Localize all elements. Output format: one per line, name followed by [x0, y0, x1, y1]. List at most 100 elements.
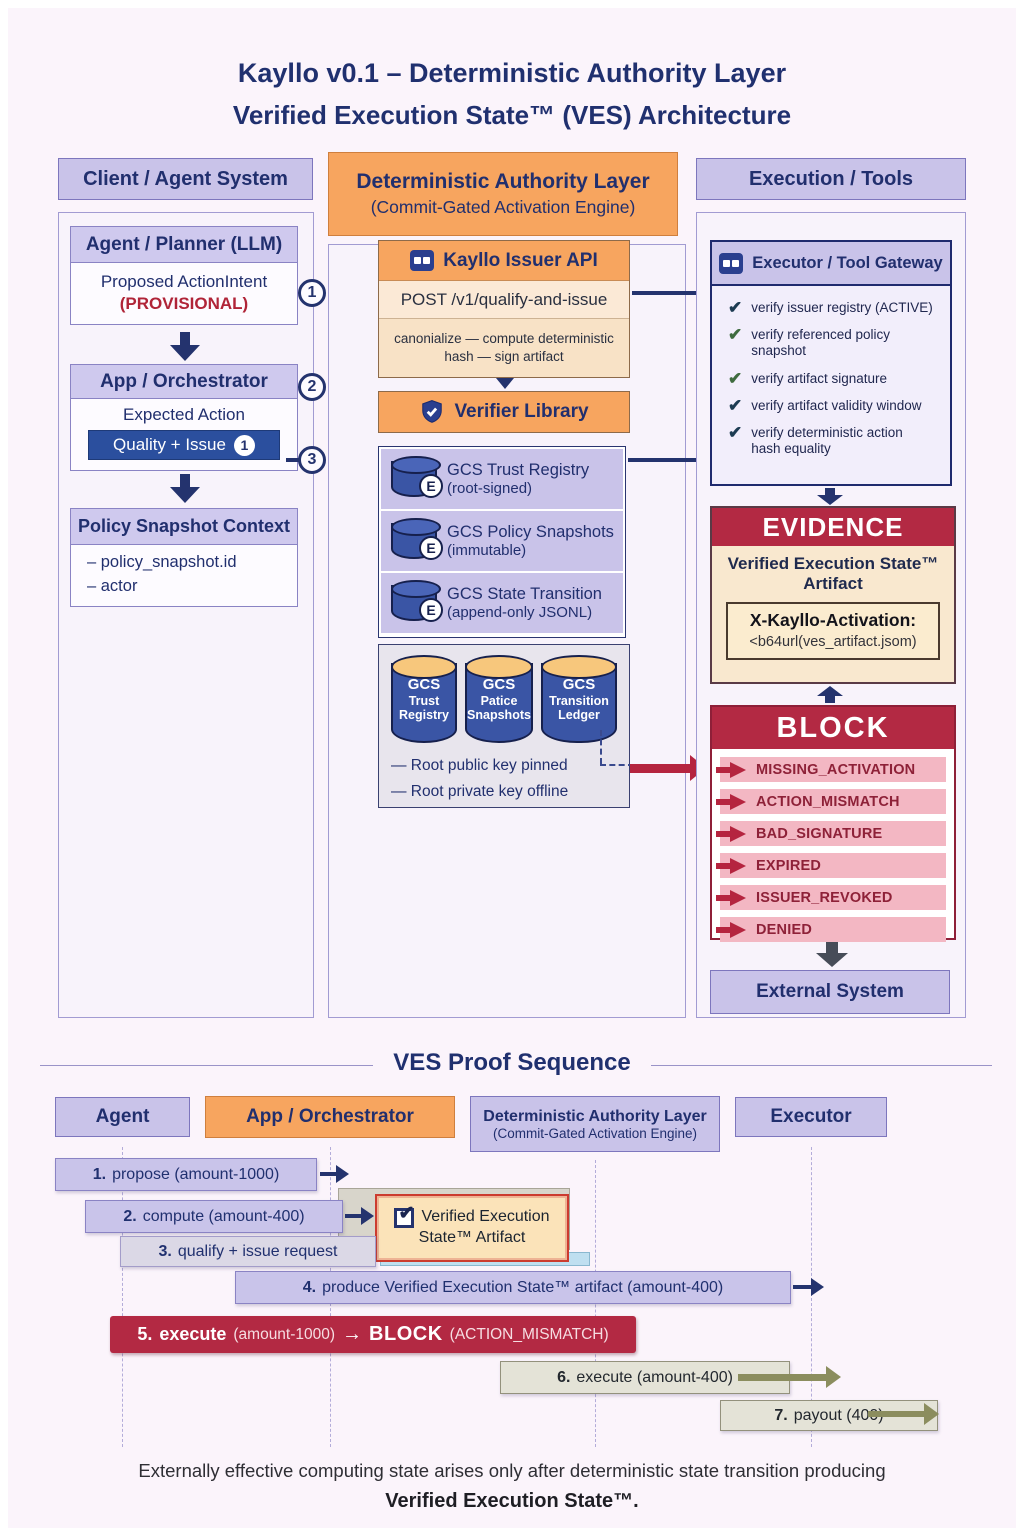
block-reason: ACTION_MISMATCH: [756, 793, 900, 810]
step-number: 3.: [158, 1242, 172, 1260]
check-icon: ✔: [728, 325, 743, 345]
app-orchestrator-title: App / Orchestrator: [71, 365, 297, 399]
lane-executor: Executor: [735, 1097, 887, 1137]
api-icon: [410, 250, 435, 271]
block-word: BLOCK: [369, 1323, 443, 1345]
app-orchestrator-box: App / Orchestrator Expected Action Quali…: [70, 364, 298, 471]
policy-item: – policy_snapshot.id: [87, 553, 237, 571]
e-badge-icon: E: [419, 474, 443, 498]
check-icon: ✔: [728, 395, 743, 415]
ves-artifact-note: ✔ Verified Execution State™ Artifact: [375, 1194, 569, 1262]
registry-title: GCS Trust Registry: [447, 461, 590, 479]
policy-item: – actor: [87, 577, 138, 595]
seq-arrow-7: [868, 1403, 939, 1425]
lane-agent: Agent: [55, 1097, 190, 1137]
seq-arrow-2: [345, 1207, 374, 1225]
executor-gateway-box: Executor / Tool Gateway ✔verify issuer r…: [710, 240, 952, 486]
external-system-box: External System: [710, 970, 950, 1014]
block-reason: EXPIRED: [756, 857, 822, 874]
down-arrow-icon: [170, 332, 200, 361]
red-arrow-icon: [716, 762, 746, 778]
footer-line1: Externally effective computing state ari…: [138, 1460, 886, 1481]
gcs-policy-snapshots-item: E GCS Policy Snapshots (immutable): [381, 511, 623, 571]
quality-issue-button[interactable]: Quality + Issue 1: [88, 430, 280, 460]
step-text: compute (amount-400): [142, 1207, 305, 1225]
registry-title: GCS State Transition: [447, 585, 602, 603]
gcs-state-transition-item: E GCS State Transition (append-only JSON…: [381, 573, 623, 633]
block-reason: MISSING_ACTIVATION: [756, 761, 916, 778]
step-text: produce Verified Execution State™ artifa…: [322, 1278, 724, 1296]
gateway-icon: [719, 252, 744, 274]
gcs-trust-registry-item: E GCS Trust Registry (root-signed): [381, 449, 623, 509]
down-arrow-icon: [817, 488, 843, 505]
step-text: qualify + issue request: [177, 1242, 338, 1260]
gateway-check-item: ✔verify artifact signature: [728, 369, 942, 387]
dashed-connector: [600, 730, 602, 764]
seq-arrow-4: [793, 1278, 824, 1296]
evidence-line1: Verified Execution State™: [727, 554, 939, 573]
lane-dal: Deterministic Authority Layer (Commit-Ga…: [470, 1096, 720, 1152]
step-number: 6.: [557, 1368, 571, 1386]
issuer-api-process: canonialize — compute deterministic hash…: [379, 319, 629, 377]
e-badge-icon: E: [419, 598, 443, 622]
check-label: verify deterministic action hash equalit…: [751, 424, 903, 457]
up-arrow-icon: [817, 686, 843, 703]
policy-snapshot-title: Policy Snapshot Context: [71, 509, 297, 545]
evidence-line2: Artifact: [803, 574, 863, 593]
block-box: BLOCK MISSING_ACTIVATION ACTION_MISMATCH…: [710, 705, 956, 942]
step-number: 5.: [137, 1324, 153, 1344]
seq-arrow-6: [738, 1366, 841, 1388]
database-icon: E: [391, 518, 443, 560]
sequence-title-wrap: VES Proof Sequence: [8, 1049, 1016, 1077]
lane-app-orchestrator: App / Orchestrator: [205, 1096, 455, 1138]
quality-issue-label: Quality + Issue: [113, 435, 226, 454]
dashed-connector: [600, 764, 634, 766]
red-arrow-icon: [716, 890, 746, 906]
proposed-action-intent: Proposed ActionIntent: [100, 272, 268, 291]
issuer-api-endpoint: POST /v1/qualify-and-issue: [379, 281, 629, 319]
step-number: 2.: [123, 1207, 137, 1225]
client-column-header: Client / Agent System: [58, 158, 313, 200]
lifeline-executor: [811, 1147, 812, 1447]
artifact-note-line2: State™ Artifact: [418, 1229, 526, 1246]
red-arrow-icon: [716, 922, 746, 938]
check-label: verify artifact validity window: [751, 397, 922, 413]
agent-planner-title: Agent / Planner (LLM): [71, 227, 297, 263]
verifier-library-title: Verifier Library: [454, 401, 589, 422]
check-icon: ✔: [728, 422, 743, 442]
cylinder-label: GCS: [562, 676, 596, 693]
check-label: verify issuer registry (ACTIVE): [751, 300, 933, 315]
step-number: 7.: [774, 1406, 788, 1424]
down-triangle-icon: [496, 378, 514, 389]
gateway-check-item: ✔verify issuer registry (ACTIVE): [728, 299, 942, 316]
flow-step-1-circle: 1: [298, 279, 326, 307]
root-key-note: — Root private key offline: [391, 783, 569, 800]
policy-snapshot-box: Policy Snapshot Context – policy_snapsho…: [70, 508, 298, 607]
seq-step-2: 2. compute (amount-400): [85, 1200, 343, 1233]
flow-step-2-circle: 2: [298, 373, 326, 401]
block-reason-row: ACTION_MISMATCH: [716, 789, 946, 814]
authority-column-header: Deterministic Authority Layer (Commit-Ga…: [328, 152, 678, 236]
activation-value: <b64url(ves_artifact.jsom): [749, 634, 917, 650]
executor-gateway-title: Executor / Tool Gateway: [752, 253, 943, 272]
cylinder-label: Transition: [549, 693, 609, 708]
cylinder-label: Snapshots: [467, 707, 531, 722]
checkbox-icon: ✔: [394, 1203, 415, 1228]
provisional-label: (PROVISIONAL): [119, 294, 249, 313]
seq-arrow-1: [320, 1165, 349, 1183]
cylinder-label: GCS: [407, 676, 441, 693]
cylinder-label: Patice: [480, 693, 518, 708]
block-reason: BAD_SIGNATURE: [756, 825, 883, 842]
database-icon: E: [391, 580, 443, 622]
issuer-api-box: Kayllo Issuer API POST /v1/qualify-and-i…: [378, 240, 630, 378]
lifeline-agent: [122, 1147, 123, 1447]
check-label: verify referenced policy snapshot: [751, 327, 891, 359]
step-number: 1.: [92, 1165, 107, 1183]
gateway-check-item: ✔ verify referenced policy snapshot: [728, 325, 942, 359]
gcs-registry-list: E GCS Trust Registry (root-signed) E GCS…: [378, 446, 626, 638]
block-flow-arrow: [630, 755, 706, 781]
evidence-header: EVIDENCE: [712, 508, 954, 546]
registry-subtitle: (root-signed): [447, 480, 533, 497]
activation-title: X-Kayllo-Activation:: [749, 610, 917, 630]
diagram-canvas: Kayllo v0.1 – Deterministic Authority La…: [8, 8, 1016, 1528]
